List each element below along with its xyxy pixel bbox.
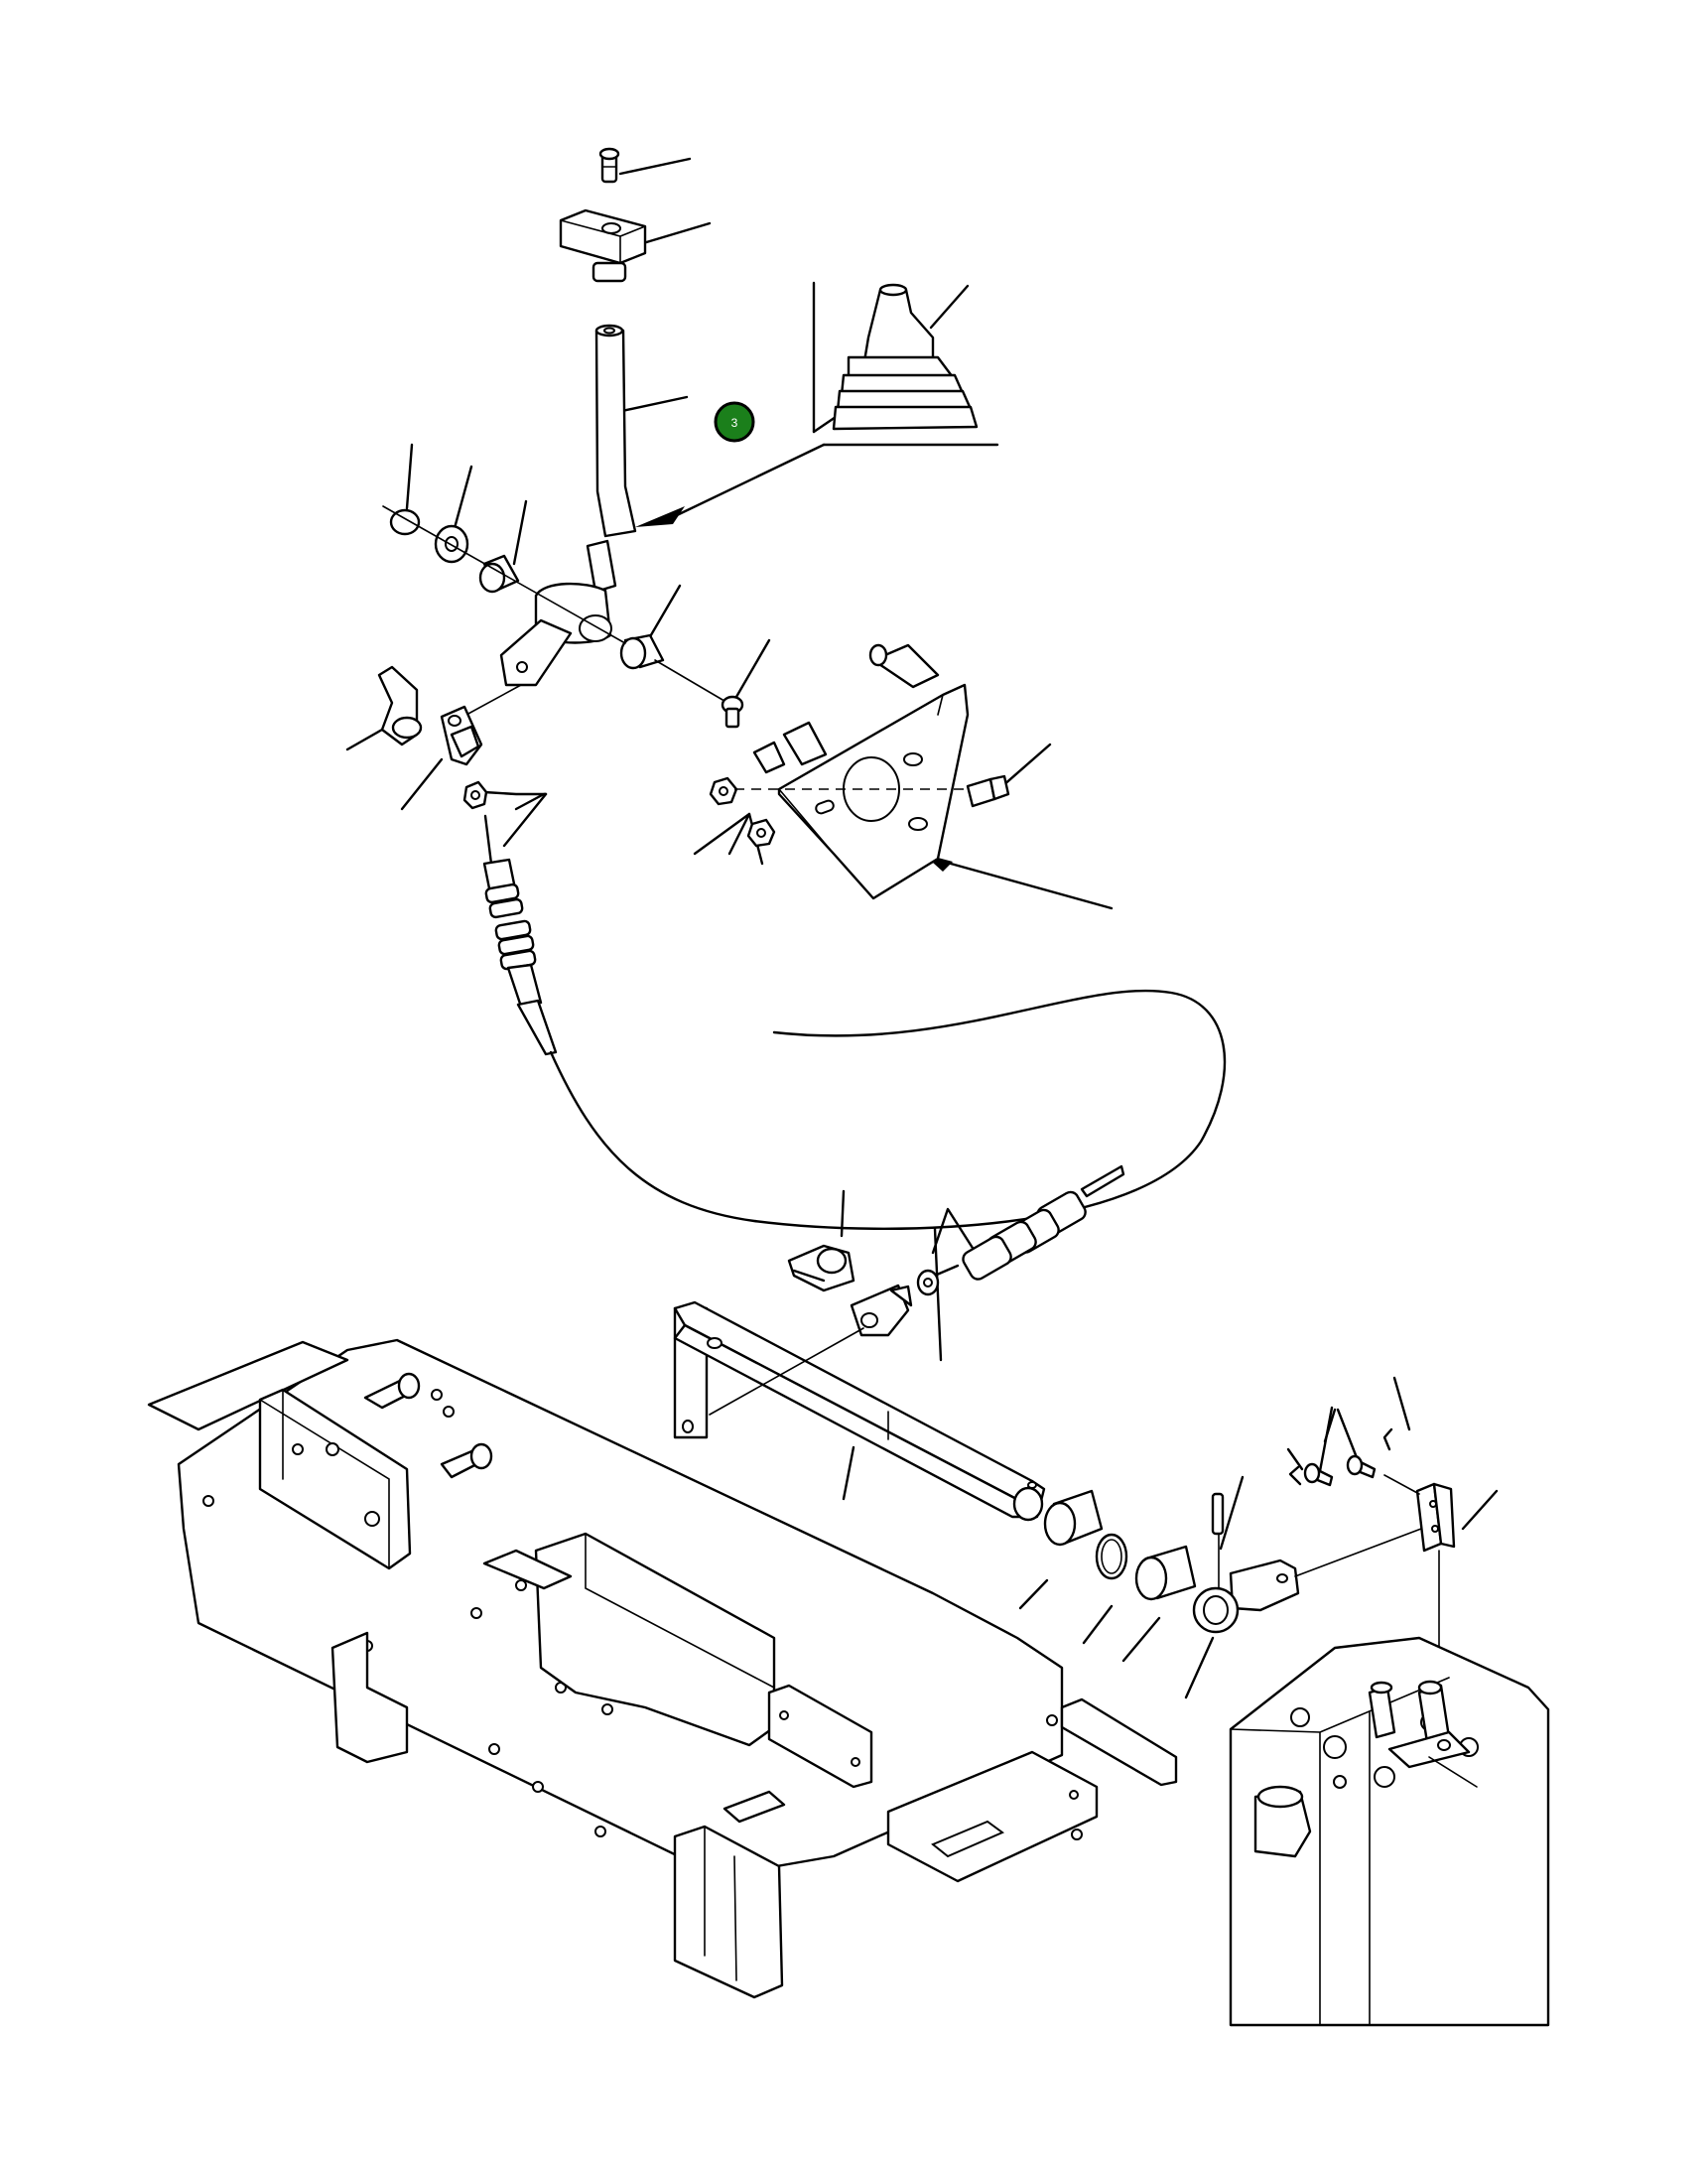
- shaft-bushing-1: [1043, 1489, 1104, 1547]
- bracket-nut-1: [709, 776, 738, 806]
- control-valve-block: [1229, 1636, 1550, 2027]
- shaft-ring: [1095, 1533, 1128, 1580]
- link-plate: [1415, 1482, 1456, 1553]
- clevis-upper: [440, 705, 483, 766]
- chassis-frame: [147, 1338, 1178, 1999]
- clevis-lower: [850, 1284, 913, 1337]
- bracket-side-bolt: [966, 774, 1010, 808]
- control-cable-upper-end: [482, 814, 558, 1056]
- link-pin-2: [1346, 1454, 1377, 1479]
- callout-badge-label: 3: [731, 416, 738, 430]
- lever-knob-block: [559, 208, 647, 283]
- socket-screw: [598, 147, 620, 184]
- circlip: [389, 508, 421, 536]
- lever-pivot-hub: [499, 539, 617, 687]
- mounting-bracket: [752, 643, 970, 900]
- spring-clip-lower: [787, 1244, 855, 1292]
- link-pin-1: [1303, 1462, 1334, 1487]
- lever-rod: [594, 324, 637, 538]
- shaft-lever: [1192, 1559, 1300, 1634]
- bracket-bolt: [721, 695, 744, 729]
- control-cable: [549, 989, 1227, 1230]
- shaft-bushing-2: [1134, 1545, 1197, 1601]
- control-cable-lower-end: [921, 1164, 1125, 1283]
- callout-badge[interactable]: 3: [714, 401, 755, 443]
- bracket-nut-2: [746, 818, 776, 848]
- roll-pin: [1211, 1492, 1225, 1536]
- bushing-right: [619, 633, 665, 670]
- cross-shaft: [673, 1300, 1046, 1522]
- gear-lever-boot: [832, 283, 979, 431]
- bushing-left: [478, 554, 520, 594]
- lever-arrow-head: [635, 506, 685, 527]
- lock-nut-upper: [462, 780, 488, 810]
- lock-nut-lower: [916, 1269, 940, 1296]
- spring-clip-upper: [377, 665, 423, 746]
- leader-lines: [345, 157, 1499, 1699]
- washer: [434, 524, 469, 564]
